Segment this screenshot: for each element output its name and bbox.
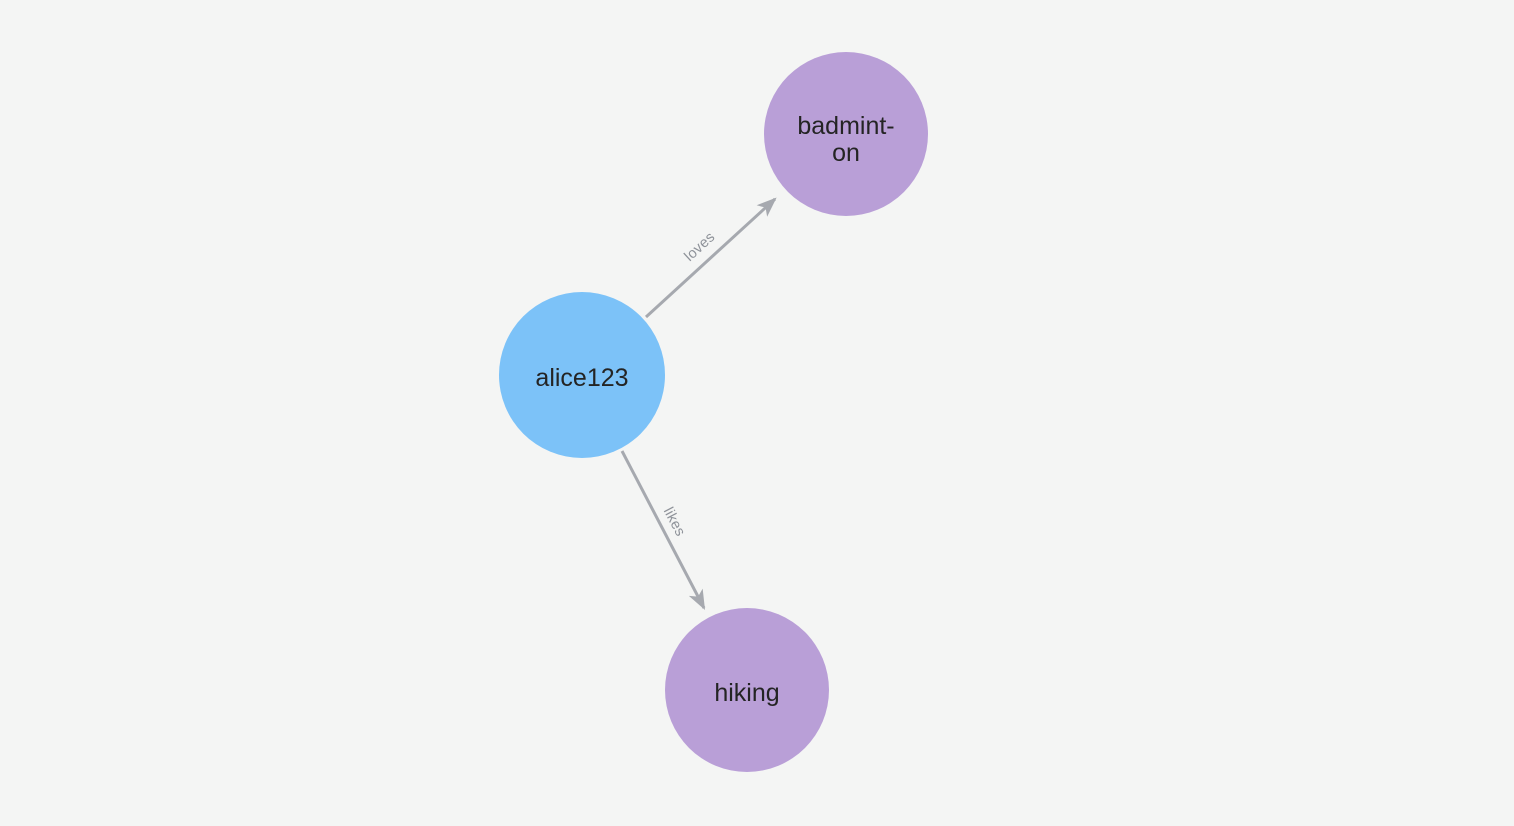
node-alice123-circle[interactable] xyxy=(499,292,665,458)
node-hiking-circle[interactable] xyxy=(665,608,829,772)
node-alice123[interactable]: alice123 xyxy=(499,292,665,458)
node-badminton[interactable]: badmint- on xyxy=(764,52,928,216)
relationship-loves-line[interactable] xyxy=(644,197,777,319)
relationship-likes-line[interactable] xyxy=(620,450,706,610)
node-hiking[interactable]: hiking xyxy=(665,608,829,772)
node-badminton-circle[interactable] xyxy=(764,52,928,216)
